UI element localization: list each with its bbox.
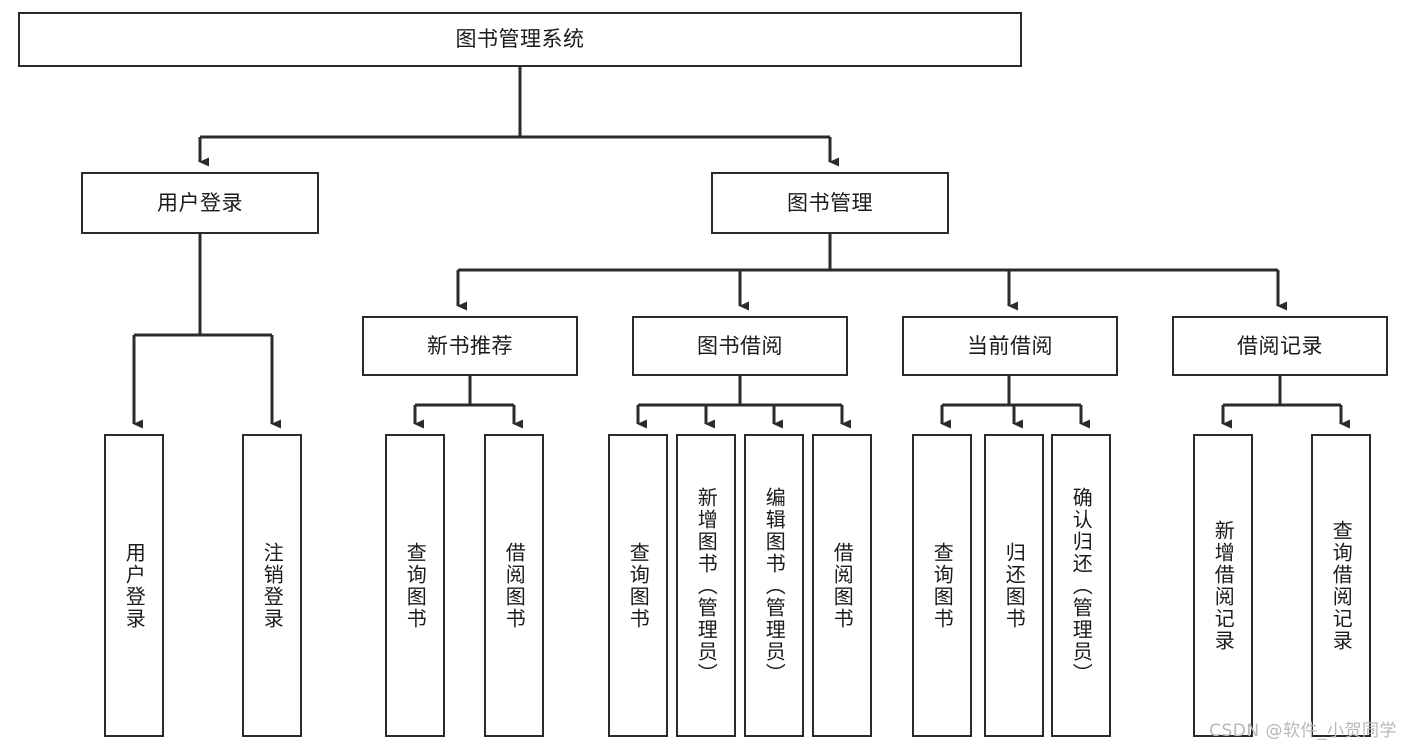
watermark-text: CSDN @软件_小贺同学 bbox=[1209, 721, 1397, 741]
leaf-query-book-borrow-label: 查询图书 bbox=[626, 541, 651, 630]
node-new-book-recommend-label: 新书推荐 bbox=[427, 333, 513, 358]
node-current-borrow[interactable]: 当前借阅 bbox=[902, 316, 1118, 376]
leaf-borrow-book-label: 借阅图书 bbox=[830, 541, 855, 630]
leaf-borrow-book[interactable]: 借阅图书 bbox=[812, 434, 872, 737]
leaf-add-borrow-record-label: 新增借阅记录 bbox=[1211, 519, 1236, 652]
leaf-user-logout[interactable]: 注销登录 bbox=[242, 434, 302, 737]
node-book-manage-label: 图书管理 bbox=[787, 190, 873, 215]
leaf-query-book-borrow[interactable]: 查询图书 bbox=[608, 434, 668, 737]
leaf-return-book[interactable]: 归还图书 bbox=[984, 434, 1044, 737]
leaf-query-book-current[interactable]: 查询图书 bbox=[912, 434, 972, 737]
node-borrow-record-label: 借阅记录 bbox=[1237, 333, 1323, 358]
node-root[interactable]: 图书管理系统 bbox=[18, 12, 1022, 67]
leaf-borrow-book-recommend-label: 借阅图书 bbox=[502, 541, 527, 630]
leaf-query-borrow-record[interactable]: 查询借阅记录 bbox=[1311, 434, 1371, 737]
leaf-query-book-recommend[interactable]: 查询图书 bbox=[385, 434, 445, 737]
leaf-query-book-recommend-label: 查询图书 bbox=[403, 541, 428, 630]
node-root-label: 图书管理系统 bbox=[455, 27, 585, 52]
node-user-login[interactable]: 用户登录 bbox=[81, 172, 319, 234]
leaf-edit-book[interactable]: 编辑图书（管理员） bbox=[744, 434, 804, 737]
node-book-borrow[interactable]: 图书借阅 bbox=[632, 316, 848, 376]
leaf-borrow-book-recommend[interactable]: 借阅图书 bbox=[484, 434, 544, 737]
leaf-add-borrow-record[interactable]: 新增借阅记录 bbox=[1193, 434, 1253, 737]
node-borrow-record[interactable]: 借阅记录 bbox=[1172, 316, 1388, 376]
node-user-login-label: 用户登录 bbox=[157, 190, 243, 215]
leaf-user-login-label: 用户登录 bbox=[122, 541, 147, 630]
leaf-add-book-label: 新增图书（管理员） bbox=[694, 486, 719, 685]
leaf-user-login[interactable]: 用户登录 bbox=[104, 434, 164, 737]
leaf-return-book-label: 归还图书 bbox=[1002, 541, 1027, 630]
node-new-book-recommend[interactable]: 新书推荐 bbox=[362, 316, 578, 376]
leaf-confirm-return[interactable]: 确认归还（管理员） bbox=[1051, 434, 1111, 737]
node-book-manage[interactable]: 图书管理 bbox=[711, 172, 949, 234]
node-current-borrow-label: 当前借阅 bbox=[967, 333, 1053, 358]
leaf-user-logout-label: 注销登录 bbox=[260, 541, 285, 630]
leaf-add-book[interactable]: 新增图书（管理员） bbox=[676, 434, 736, 737]
leaf-query-borrow-record-label: 查询借阅记录 bbox=[1329, 519, 1354, 652]
leaf-query-book-current-label: 查询图书 bbox=[930, 541, 955, 630]
leaf-edit-book-label: 编辑图书（管理员） bbox=[762, 486, 787, 685]
node-book-borrow-label: 图书借阅 bbox=[697, 333, 783, 358]
leaf-confirm-return-label: 确认归还（管理员） bbox=[1069, 486, 1094, 685]
